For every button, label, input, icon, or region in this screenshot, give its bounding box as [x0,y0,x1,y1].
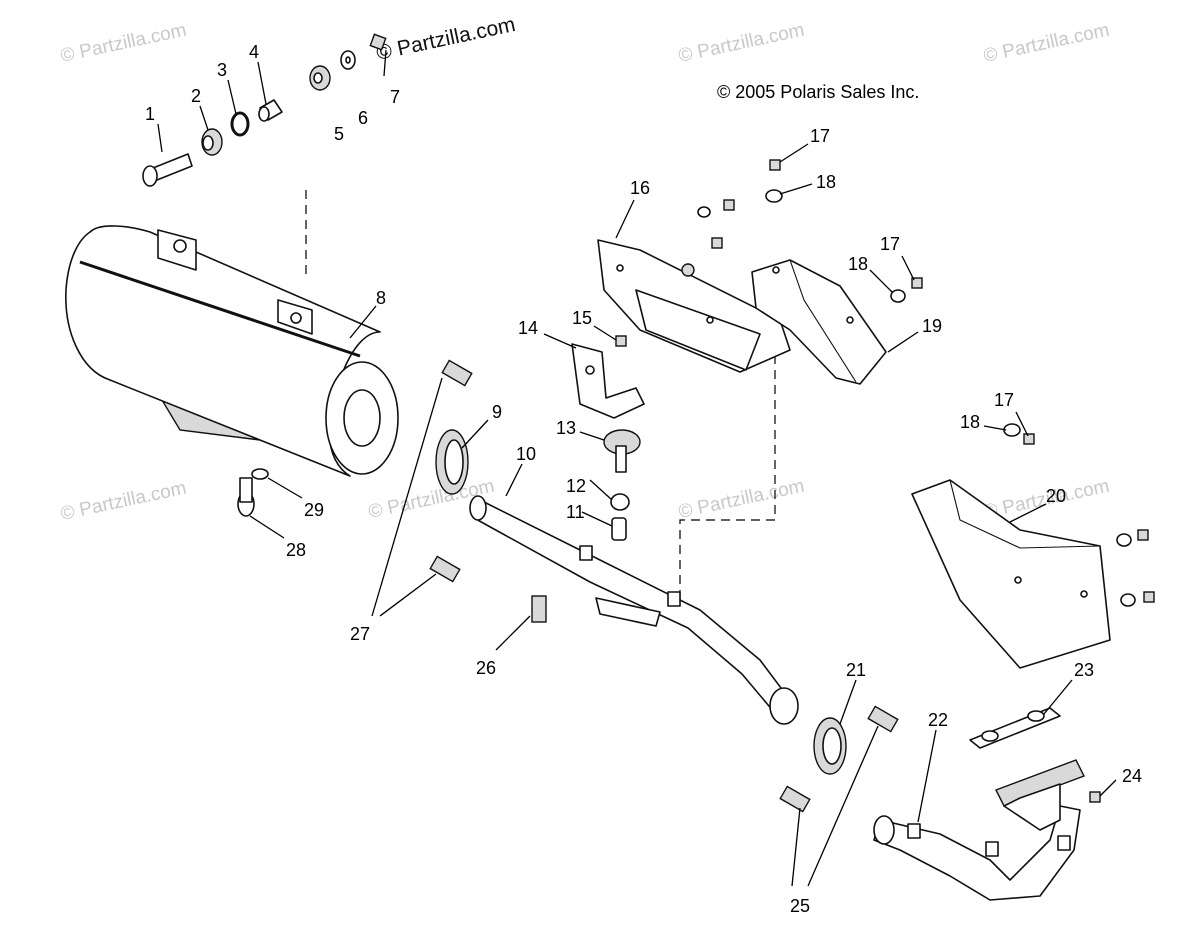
part-21-gasket[interactable] [813,717,847,775]
part-12-nut[interactable] [610,493,630,511]
part-27-spring[interactable] [441,359,473,387]
part-20-heat-shield[interactable] [911,479,1111,669]
part-28-bolt[interactable] [237,477,255,517]
watermark: © Partzilla.com [59,20,189,67]
part-18-washer[interactable] [890,289,906,303]
callout-18: 18 [848,254,868,274]
part-2-grommet[interactable] [201,128,223,156]
callout-24: 24 [1122,766,1142,786]
part-18-washer[interactable] [1003,423,1021,437]
part-15-bolt[interactable] [615,335,627,347]
part-11-spacer[interactable] [611,517,627,541]
part-6-washer[interactable] [340,50,356,70]
part-1-bolt[interactable] [142,153,193,187]
callout-19: 19 [922,316,942,336]
part-29-washer[interactable] [251,468,269,480]
part-26-spring[interactable] [531,595,547,623]
part-7-nut[interactable] [369,33,387,51]
callout-20: 20 [1046,486,1066,506]
alignment-line [679,340,776,600]
part-3-ring[interactable] [230,111,250,137]
part-9-gasket[interactable] [435,429,469,495]
shield-fasteners[interactable] [1116,529,1155,607]
callout-21: 21 [846,660,866,680]
watermark: © Partzilla.com [677,20,807,67]
callout-17: 17 [994,390,1014,410]
callout-29: 29 [304,500,324,520]
part-17-bolt[interactable] [769,159,781,171]
callout-7: 7 [390,87,400,107]
exhaust-flange[interactable] [995,759,1085,831]
part-27-spring[interactable] [429,555,461,583]
part-16-heat-shield[interactable] [597,199,791,373]
part-25-spring[interactable] [867,705,899,733]
part-22-exhaust-pipe[interactable] [873,805,1081,901]
part-17-bolt[interactable] [1023,433,1035,445]
callout-18: 18 [816,172,836,192]
watermark-top: © Partzilla.com [374,13,517,65]
part-5-grommet[interactable] [309,65,331,91]
part-24-bolt[interactable] [1089,791,1101,803]
part-4-sleeve[interactable] [258,99,283,122]
callout-28: 28 [286,540,306,560]
watermark: © Partzilla.com [59,478,189,525]
callout-25: 25 [790,896,810,916]
callout-17: 17 [810,126,830,146]
callout-16: 16 [630,178,650,198]
callout-15: 15 [572,308,592,328]
callout-2: 2 [191,86,201,106]
callout-18: 18 [960,412,980,432]
callout-9: 9 [492,402,502,422]
part-17-bolt[interactable] [911,277,923,289]
leader-lines [157,49,1117,887]
callout-27: 27 [350,624,370,644]
callout-numbers: 1 2 3 4 5 6 7 8 9 10 11 12 13 14 15 16 1… [145,42,1142,916]
callout-14: 14 [518,318,538,338]
callout-23: 23 [1074,660,1094,680]
callout-22: 22 [928,710,948,730]
part-25-spring[interactable] [779,785,811,813]
callout-26: 26 [476,658,496,678]
part-10-head-pipe[interactable] [469,495,799,725]
callout-13: 13 [556,418,576,438]
copyright-notice: © 2005 Polaris Sales Inc. [717,82,919,102]
callout-12: 12 [566,476,586,496]
callout-10: 10 [516,444,536,464]
callout-6: 6 [358,108,368,128]
callout-17: 17 [880,234,900,254]
part-18-washer[interactable] [765,189,783,203]
watermark: © Partzilla.com [982,20,1112,67]
part-13-rubber-mount[interactable] [603,429,641,473]
callout-4: 4 [249,42,259,62]
part-8-muffler[interactable] [65,225,399,477]
callout-3: 3 [217,60,227,80]
callout-1: 1 [145,104,155,124]
callout-8: 8 [376,288,386,308]
part-14-bracket[interactable] [571,343,645,419]
callout-11: 11 [566,502,585,522]
part-23-gasket[interactable] [969,707,1061,749]
watermark: © Partzilla.com [677,476,807,523]
part-19-heat-shield[interactable] [751,259,887,385]
callout-5: 5 [334,124,344,144]
